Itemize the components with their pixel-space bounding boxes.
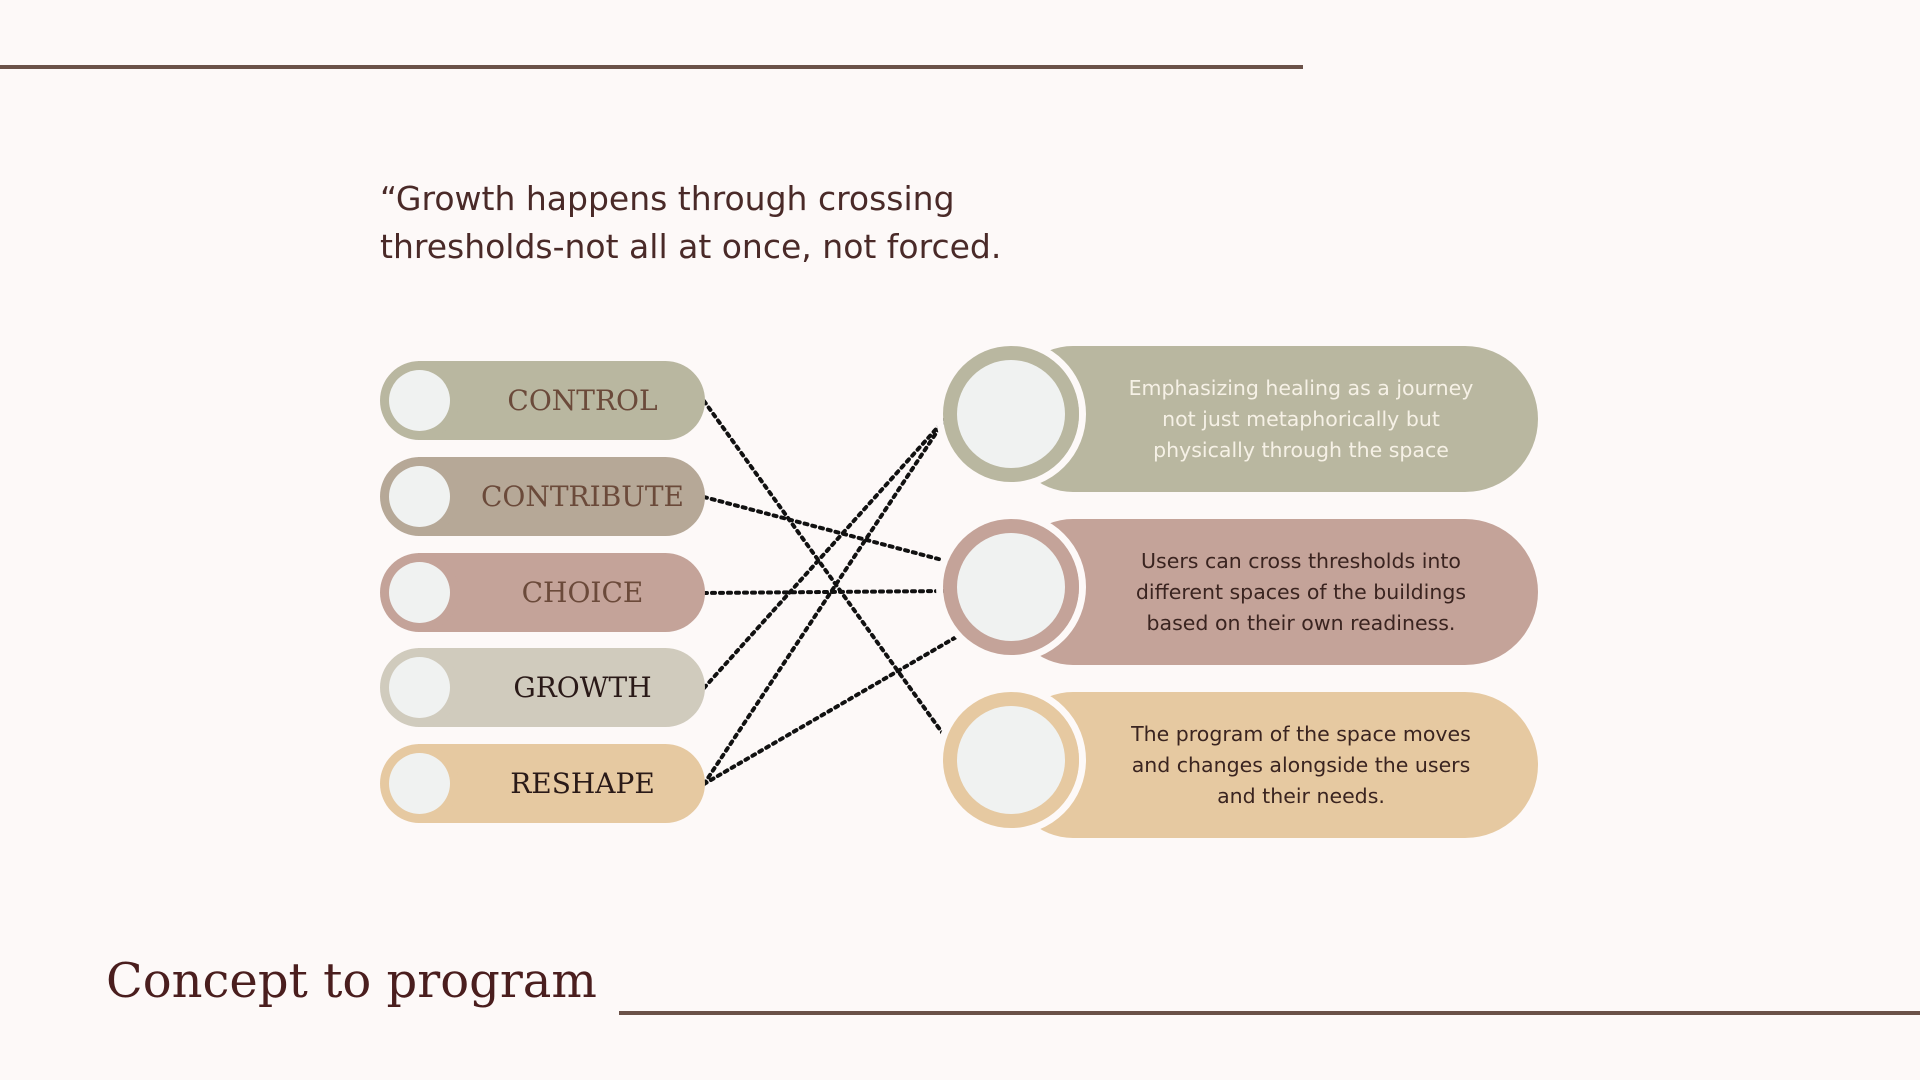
pill-circle-icon [380, 553, 459, 632]
pill-growth: GROWTH [380, 648, 705, 727]
pill-circle-icon [380, 648, 459, 727]
card-circle-icon [936, 685, 1086, 835]
quote: “Growth happens through crossing thresho… [380, 175, 1100, 271]
card-circle-icon [936, 339, 1086, 489]
pill-circle-icon [380, 744, 459, 823]
pill-label: RESHAPE [510, 767, 655, 800]
pill-label: CONTRIBUTE [481, 480, 684, 513]
pill-circle-icon [380, 361, 459, 440]
card-text-line: not just metaphorically but [1162, 406, 1440, 431]
pill-label: GROWTH [513, 671, 652, 704]
card-text-line: and changes alongside the users [1131, 752, 1471, 777]
connector-line [702, 634, 960, 786]
card-text-line: Emphasizing healing as a journey [1128, 375, 1474, 400]
section-heading: Concept to program [106, 953, 597, 1009]
quote-line-2: thresholds-not all at once, not forced. [380, 227, 1002, 266]
connector-line [702, 495, 948, 563]
card-text-line: Users can cross thresholds into [1141, 548, 1461, 573]
quote-line-1: “Growth happens through crossing [380, 179, 955, 218]
card-text: The program of the space moves and chang… [1126, 692, 1476, 838]
pill-control: CONTROL [380, 361, 705, 440]
pill-reshape: RESHAPE [380, 744, 705, 823]
card-shape [1009, 692, 1538, 838]
card-cross-thresholds: Users can cross thresholds into differen… [936, 512, 1538, 665]
card-text-line: different spaces of the buildings [1135, 579, 1467, 604]
card-text: Emphasizing healing as a journey not jus… [1126, 346, 1476, 492]
top-rule [0, 65, 1303, 69]
pill-bar [418, 553, 705, 632]
card-text-line: based on their own readiness. [1146, 610, 1456, 635]
pill-choice: CHOICE [380, 553, 705, 632]
card-text-line: The program of the space moves [1131, 721, 1471, 746]
card-healing-journey: Emphasizing healing as a journey not jus… [936, 339, 1538, 492]
card-shape [1009, 346, 1538, 492]
card-program-changes: The program of the space moves and chang… [936, 685, 1538, 838]
pill-bar [418, 361, 705, 440]
pill-label: CONTROL [507, 384, 658, 417]
connector-line [702, 589, 948, 595]
pill-contribute: CONTRIBUTE [380, 457, 705, 536]
pill-label: CHOICE [521, 576, 644, 609]
bottom-rule [619, 1011, 1920, 1015]
pill-bar [418, 648, 705, 727]
card-shape [1009, 519, 1538, 665]
connector-line [702, 416, 948, 690]
connector-line [702, 399, 948, 740]
card-text-line: physically through the space [1153, 437, 1449, 462]
card-circle-icon [936, 512, 1086, 662]
pill-bar [418, 744, 705, 823]
connector-line [702, 416, 948, 786]
pill-circle-icon [380, 457, 459, 536]
card-text: Users can cross thresholds into differen… [1126, 519, 1476, 665]
pill-bar [418, 457, 705, 536]
card-text-line: and their needs. [1217, 783, 1385, 808]
